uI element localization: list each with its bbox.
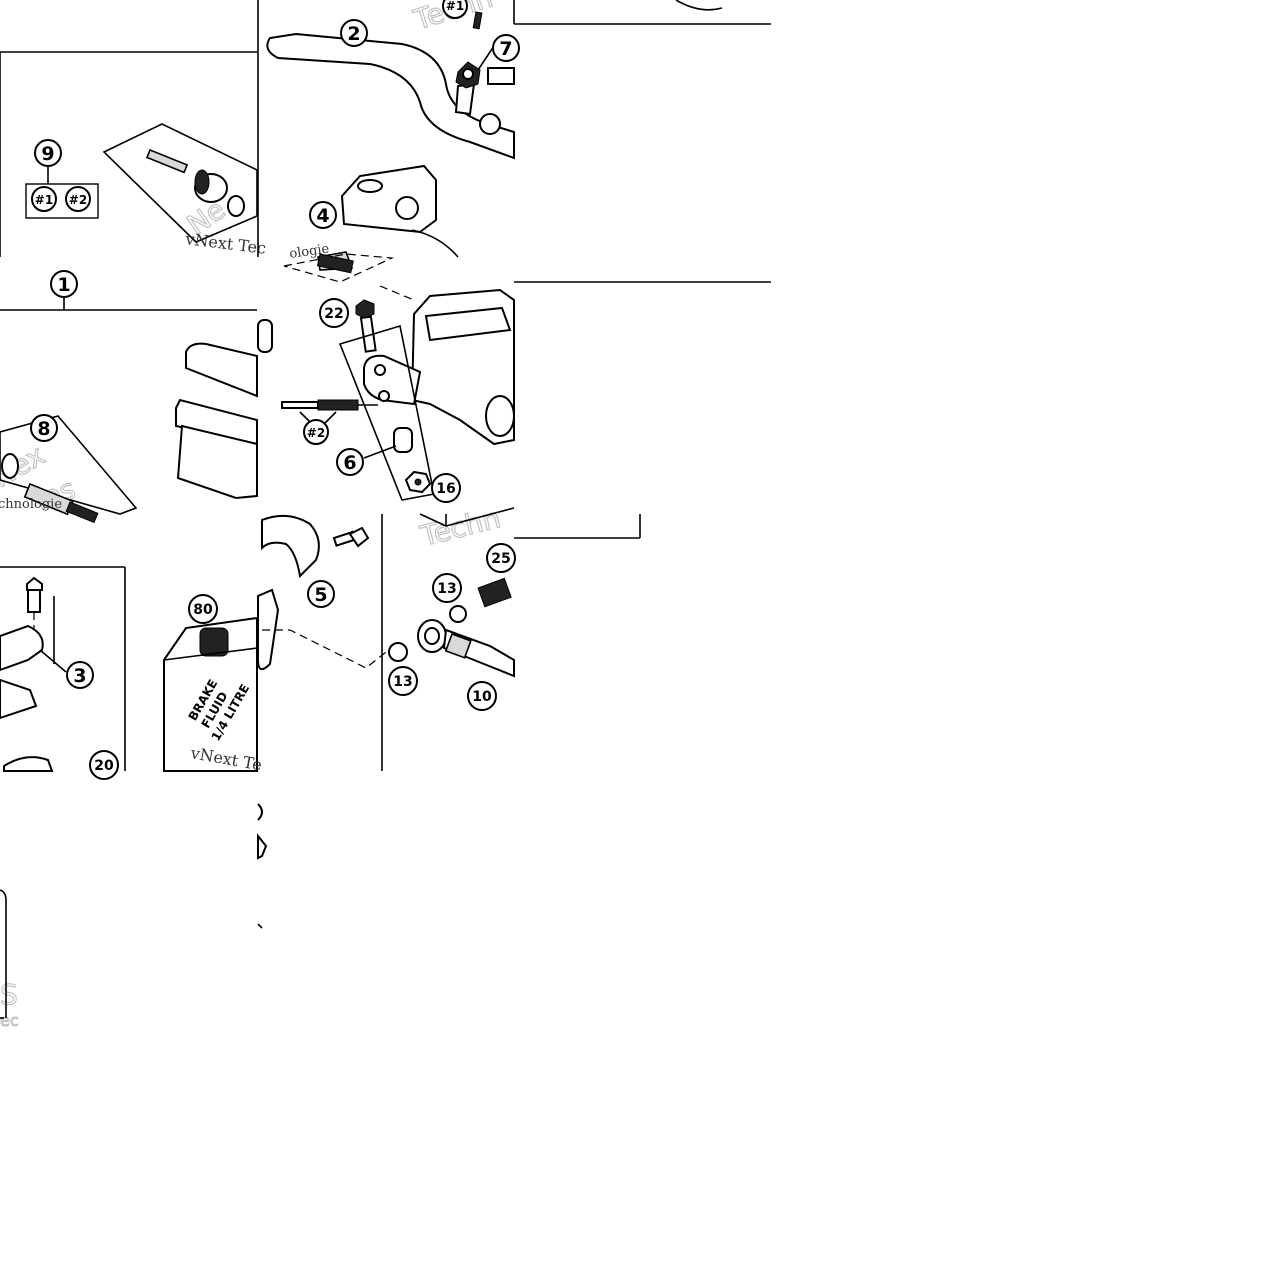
callout-10: 10: [467, 681, 497, 711]
svg-text:22: 22: [324, 306, 343, 322]
callout-25: 25: [486, 543, 516, 573]
callout-layer: 2 7 4 9 1 8 22 6 16 3 20 80 5 25 13 13 1…: [30, 19, 520, 780]
callout-7: 7: [492, 34, 520, 62]
svg-text:10: 10: [472, 689, 492, 705]
svg-text:7: 7: [499, 38, 512, 60]
watermark-text: vNext Tec: [184, 229, 268, 258]
svg-text:5: 5: [314, 584, 327, 606]
svg-text:6: 6: [343, 452, 356, 474]
svg-text:4: 4: [316, 205, 329, 227]
svg-text:25: 25: [491, 551, 510, 567]
svg-text:#2: #2: [69, 193, 87, 207]
svg-text:8: 8: [37, 418, 50, 440]
callout-80: 80: [188, 594, 218, 624]
svg-text:80: 80: [193, 602, 213, 618]
callout-20: 20: [89, 750, 119, 780]
tile-top-right: [513, 0, 771, 25]
svg-text:13: 13: [393, 674, 412, 690]
tile-lower-center: [257, 507, 515, 771]
svg-text:2: 2: [347, 23, 360, 45]
kit-tag-1: #1: [31, 186, 57, 212]
kit-tag-1: #1: [442, 0, 468, 19]
tile-mid-left: chnologie: [0, 296, 273, 524]
callout-13: 13: [388, 666, 418, 696]
svg-text:20: 20: [94, 758, 114, 774]
watermark-ghost: S: [0, 978, 18, 1011]
tile-lower-right: [514, 514, 641, 539]
watermark-ghost: ec: [0, 1011, 19, 1030]
callout-16: 16: [431, 473, 461, 503]
svg-text:13: 13: [437, 581, 456, 597]
tile-lower-left: BRAKE FLUID 1/4 LITRE vNext Te: [0, 566, 263, 774]
callout-22: 22: [319, 298, 349, 328]
svg-text:#1: #1: [446, 0, 464, 13]
watermark-text: chnologie: [0, 497, 62, 512]
tile-top-center: ologie: [257, 0, 515, 271]
svg-text:#2: #2: [307, 426, 325, 440]
svg-text:#1: #1: [35, 193, 53, 207]
tile-bottom-fragments: [0, 803, 268, 1019]
tile-mid-center: [281, 253, 515, 501]
kit-tag-2: #2: [303, 419, 329, 445]
callout-13: 13: [432, 573, 462, 603]
callout-2: 2: [340, 19, 368, 47]
watermark-ghost: Techn: [417, 501, 504, 553]
svg-text:16: 16: [436, 481, 455, 497]
callout-5: 5: [307, 580, 335, 608]
svg-text:9: 9: [41, 143, 54, 165]
callout-9: 9: [34, 139, 62, 167]
callout-8: 8: [30, 414, 58, 442]
callout-6: 6: [336, 448, 364, 476]
callout-3: 3: [66, 661, 94, 689]
svg-text:3: 3: [73, 665, 86, 687]
callout-1: 1: [50, 270, 78, 298]
svg-text:1: 1: [57, 274, 70, 296]
kit-tag-layer: #1 #1 #2 #2: [31, 0, 468, 445]
callout-4: 4: [309, 201, 337, 229]
kit-tag-2: #2: [65, 186, 91, 212]
